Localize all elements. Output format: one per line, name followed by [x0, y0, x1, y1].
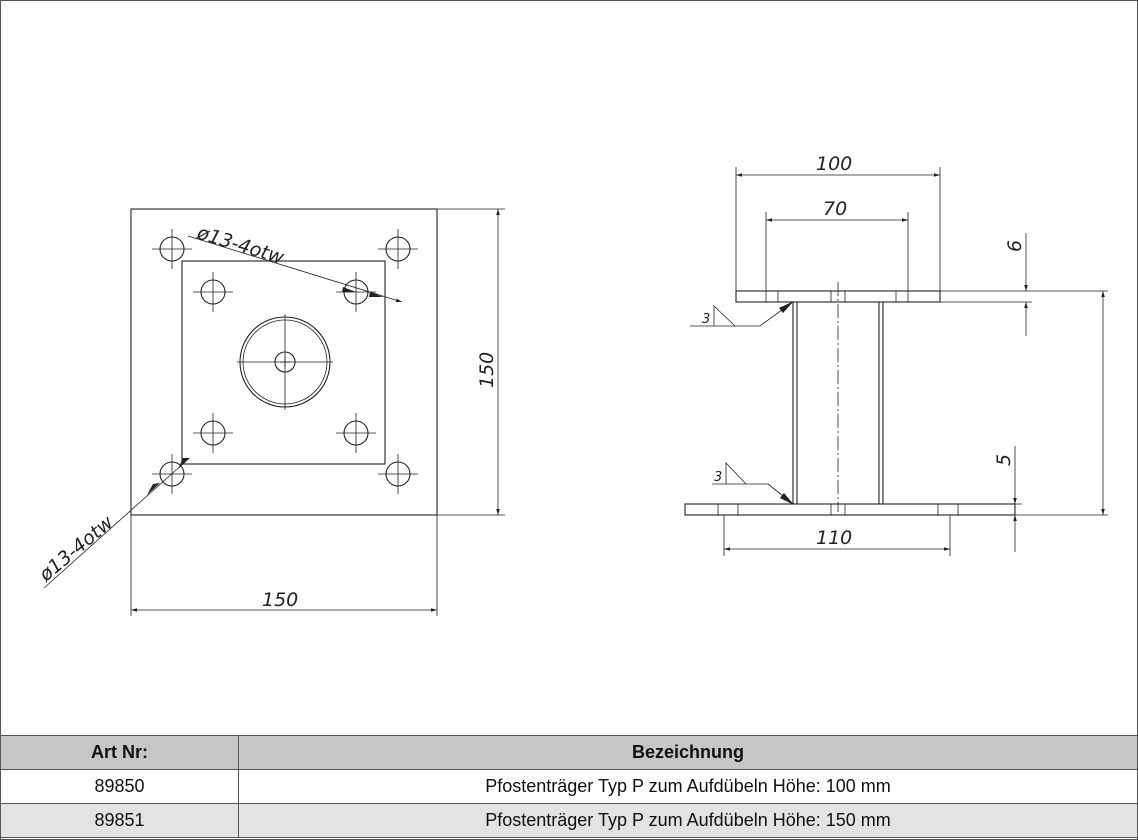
base-plate-outline	[130, 208, 438, 516]
top-hole-bl	[193, 413, 233, 453]
cell-art-nr: 89850	[0, 769, 239, 804]
dim-base-width-110	[723, 515, 951, 556]
hole-callout-bottom-leader	[43, 458, 190, 589]
dim-base-width-110-label: 110	[816, 527, 852, 549]
dim-top-thickness-6	[940, 233, 1032, 336]
header-bezeichnung: Bezeichnung	[238, 735, 1138, 770]
dim-top-width-100-label: 100	[816, 153, 852, 175]
dim-base-thickness-5-label: 5	[993, 454, 1015, 466]
dim-inner-width-70-label: 70	[823, 198, 847, 220]
top-hole-br	[336, 413, 376, 453]
technical-drawing: ø13-4otw ø13-4otw 150 150	[34, 153, 1108, 616]
top-hole-tl	[193, 272, 233, 312]
weld-top-label: 3	[702, 312, 710, 327]
hole-callout-bottom: ø13-4otw	[34, 511, 118, 586]
dim-top-thickness-6-label: 6	[1004, 240, 1026, 252]
header-art-nr: Art Nr:	[0, 735, 239, 770]
base-hole-tr	[378, 229, 418, 269]
base-hole-br	[378, 454, 418, 494]
dim-total-height	[940, 290, 1108, 516]
top-view: ø13-4otw ø13-4otw 150 150	[34, 208, 505, 616]
weld-symbol-bottom	[712, 462, 794, 505]
cell-bezeichnung: Pfostenträger Typ P zum Aufdübeln Höhe: …	[238, 769, 1138, 804]
hole-callout-top-leader	[187, 235, 403, 303]
top-plate-outline	[181, 260, 386, 465]
dim-width-150	[130, 515, 438, 616]
dim-base-thickness-5	[883, 446, 1022, 552]
dim-height-150	[437, 208, 505, 516]
weld-bottom-label: 3	[714, 470, 722, 485]
base-hole-tl	[152, 229, 192, 269]
weld-symbol-top	[690, 301, 794, 327]
cell-art-nr: 89851	[0, 803, 239, 838]
dim-height-150-label: 150	[476, 352, 498, 388]
table-row: 89850 Pfostenträger Typ P zum Aufdübeln …	[0, 769, 1138, 804]
side-base-plate	[684, 503, 1016, 516]
table-row: 89851 Pfostenträger Typ P zum Aufdübeln …	[0, 803, 1138, 838]
parts-table: Art Nr: Bezeichnung 89850 Pfostenträger …	[0, 735, 1138, 838]
dim-width-150-label: 150	[262, 589, 298, 611]
dim-inner-width-70	[765, 212, 909, 291]
cell-bezeichnung: Pfostenträger Typ P zum Aufdübeln Höhe: …	[238, 803, 1138, 838]
side-view: 3 3 100 70	[684, 153, 1108, 556]
dim-top-width-100	[735, 167, 941, 291]
table-header-row: Art Nr: Bezeichnung	[0, 735, 1138, 770]
hole-callout-top: ø13-4otw	[194, 221, 287, 269]
